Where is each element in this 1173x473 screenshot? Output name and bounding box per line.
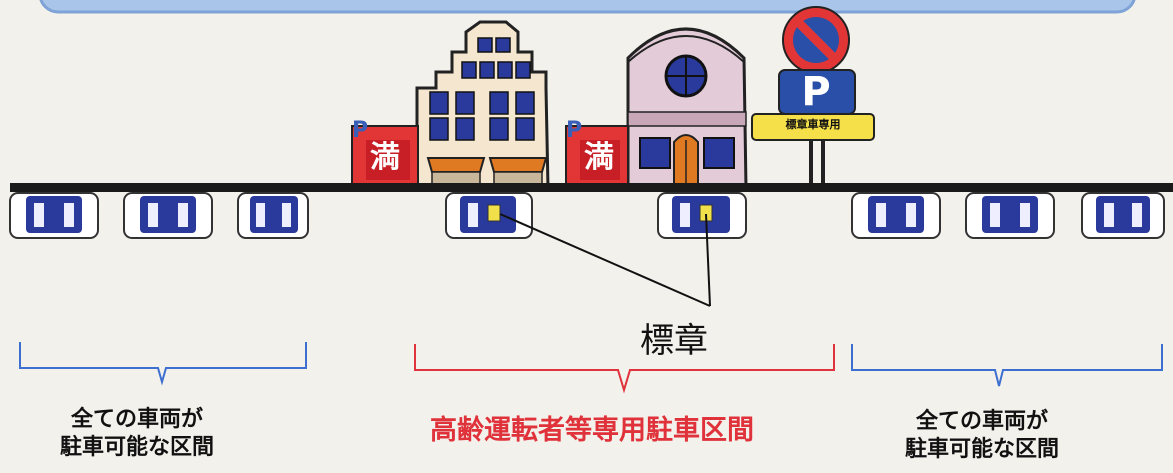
- full-sign-1-p: P: [352, 118, 369, 143]
- car: [851, 192, 941, 239]
- car: [1081, 192, 1165, 239]
- marker-pointer-lines: [499, 213, 711, 307]
- zone-label-right-line1: 全ての車両が: [916, 409, 1049, 434]
- car: [123, 192, 213, 239]
- parking-full-sign-2: [565, 125, 629, 187]
- reserved-parking-sign: [751, 6, 875, 188]
- marker-placard: [487, 204, 501, 222]
- sign-plate-text: 標章車専用: [785, 118, 841, 131]
- building-gabled: [415, 20, 550, 190]
- zone-label-center: 高齢運転者等専用駐車区間: [430, 415, 754, 446]
- car: [237, 192, 309, 239]
- top-banner: [39, 0, 1136, 14]
- zone-label-left-line1: 全ての車両が: [71, 407, 204, 432]
- marker-label: 標章: [640, 321, 708, 361]
- car-with-marker: [657, 192, 747, 239]
- building-rounded: [626, 27, 748, 190]
- zone-bracket-left: [19, 342, 307, 386]
- full-sign-2-p: P: [566, 118, 583, 143]
- zone-label-left-line2: 駐車可能な区間: [60, 434, 215, 460]
- full-sign-1-char: 満: [370, 140, 400, 175]
- road-line: [10, 183, 1173, 192]
- zone-label-left: 全ての車両が 駐車可能な区間: [60, 406, 214, 461]
- car: [965, 192, 1055, 239]
- zone-bracket-right: [851, 344, 1163, 387]
- parking-full-sign-1: [351, 125, 419, 187]
- full-sign-2-char: 満: [584, 140, 614, 175]
- zone-label-right: 全ての車両が 駐車可能な区間: [905, 408, 1059, 463]
- zone-bracket-center: [414, 344, 835, 394]
- sign-p-letter: P: [801, 69, 831, 115]
- car-row: [9, 192, 1165, 239]
- zone-label-right-line2: 駐車可能な区間: [905, 436, 1060, 462]
- car: [9, 192, 99, 239]
- car-with-marker: [445, 192, 533, 239]
